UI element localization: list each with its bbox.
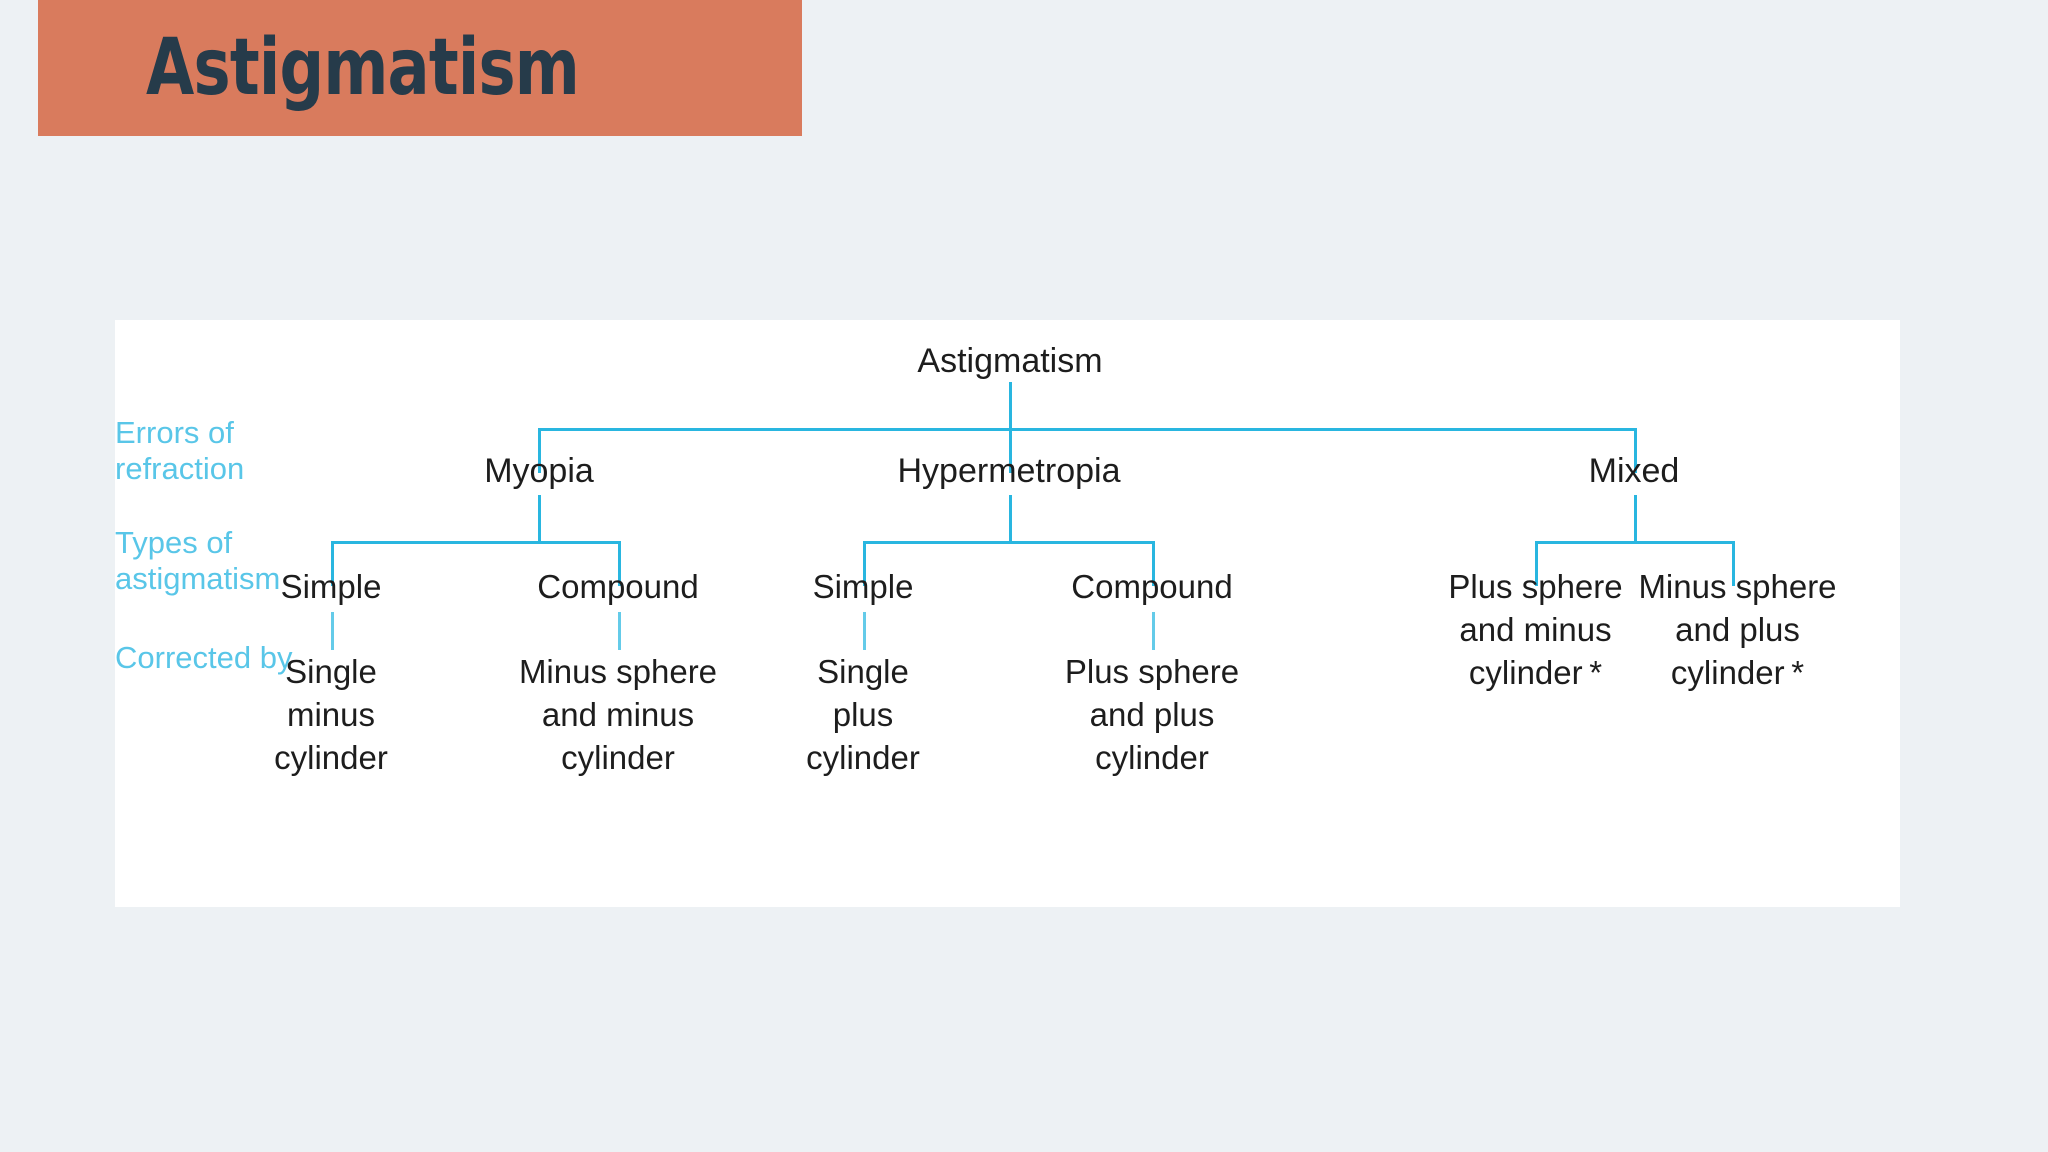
connector-hypermetropia-bar: [863, 541, 1155, 544]
row-label-corrected-by: Corrected by: [115, 640, 293, 675]
connector-myopia-bar: [331, 541, 621, 544]
connector-to-mixed: [1634, 428, 1637, 473]
node-hypermetropia-simple: Simple: [812, 568, 914, 605]
connector-to-myopia: [538, 428, 541, 473]
connector-to-hypermetropia: [1009, 428, 1012, 473]
connector-myopia-compound-correction: [618, 612, 621, 650]
correction-myopia-compound: Minus sphere and minus cylinder: [518, 653, 718, 776]
row-label-errors-of-refraction: Errors of refraction: [115, 415, 245, 486]
correction-myopia-simple: Single minus cylinder: [274, 653, 388, 776]
node-hypermetropia: Hypermetropia: [897, 452, 1121, 490]
correction-hypermetropia-simple: Single plus cylinder: [806, 653, 920, 776]
node-myopia-simple: Simple: [280, 568, 382, 605]
connector-level1-bar: [538, 428, 1637, 431]
connector-root-stem: [1009, 382, 1012, 430]
connector-mixed-plus-sphere: [1535, 541, 1538, 586]
page-title: Astigmatism: [146, 23, 580, 113]
connector-hypermetropia-compound: [1152, 541, 1155, 586]
connector-mixed-bar: [1535, 541, 1735, 544]
node-myopia: Myopia: [484, 452, 594, 490]
connector-hypermetropia-stem: [1009, 495, 1012, 543]
astigmatism-classification-diagram: Errors of refraction Types of astigmatis…: [115, 320, 1900, 907]
correction-hypermetropia-compound: Plus sphere and plus cylinder: [1064, 653, 1240, 776]
connector-myopia-simple-correction: [331, 612, 334, 650]
connector-hypermetropia-compound-correction: [1152, 612, 1155, 650]
node-mixed-plus-sphere: Plus sphere and minus cylinder *: [1448, 568, 1623, 691]
connector-mixed-stem: [1634, 495, 1637, 543]
connector-hypermetropia-simple-correction: [863, 612, 866, 650]
node-root-astigmatism: Astigmatism: [917, 342, 1103, 380]
connector-mixed-minus-sphere: [1732, 541, 1735, 586]
node-hypermetropia-compound: Compound: [1071, 568, 1233, 605]
connector-myopia-simple: [331, 541, 334, 586]
node-mixed: Mixed: [1588, 452, 1680, 490]
connector-myopia-stem: [538, 495, 541, 543]
connector-myopia-compound: [618, 541, 621, 586]
row-label-types-of-astigmatism: Types of astigmatism: [115, 525, 281, 596]
node-mixed-minus-sphere: Minus sphere and plus cylinder *: [1638, 568, 1837, 691]
title-banner: Astigmatism: [38, 0, 802, 136]
node-myopia-compound: Compound: [537, 568, 699, 605]
connector-hypermetropia-simple: [863, 541, 866, 586]
